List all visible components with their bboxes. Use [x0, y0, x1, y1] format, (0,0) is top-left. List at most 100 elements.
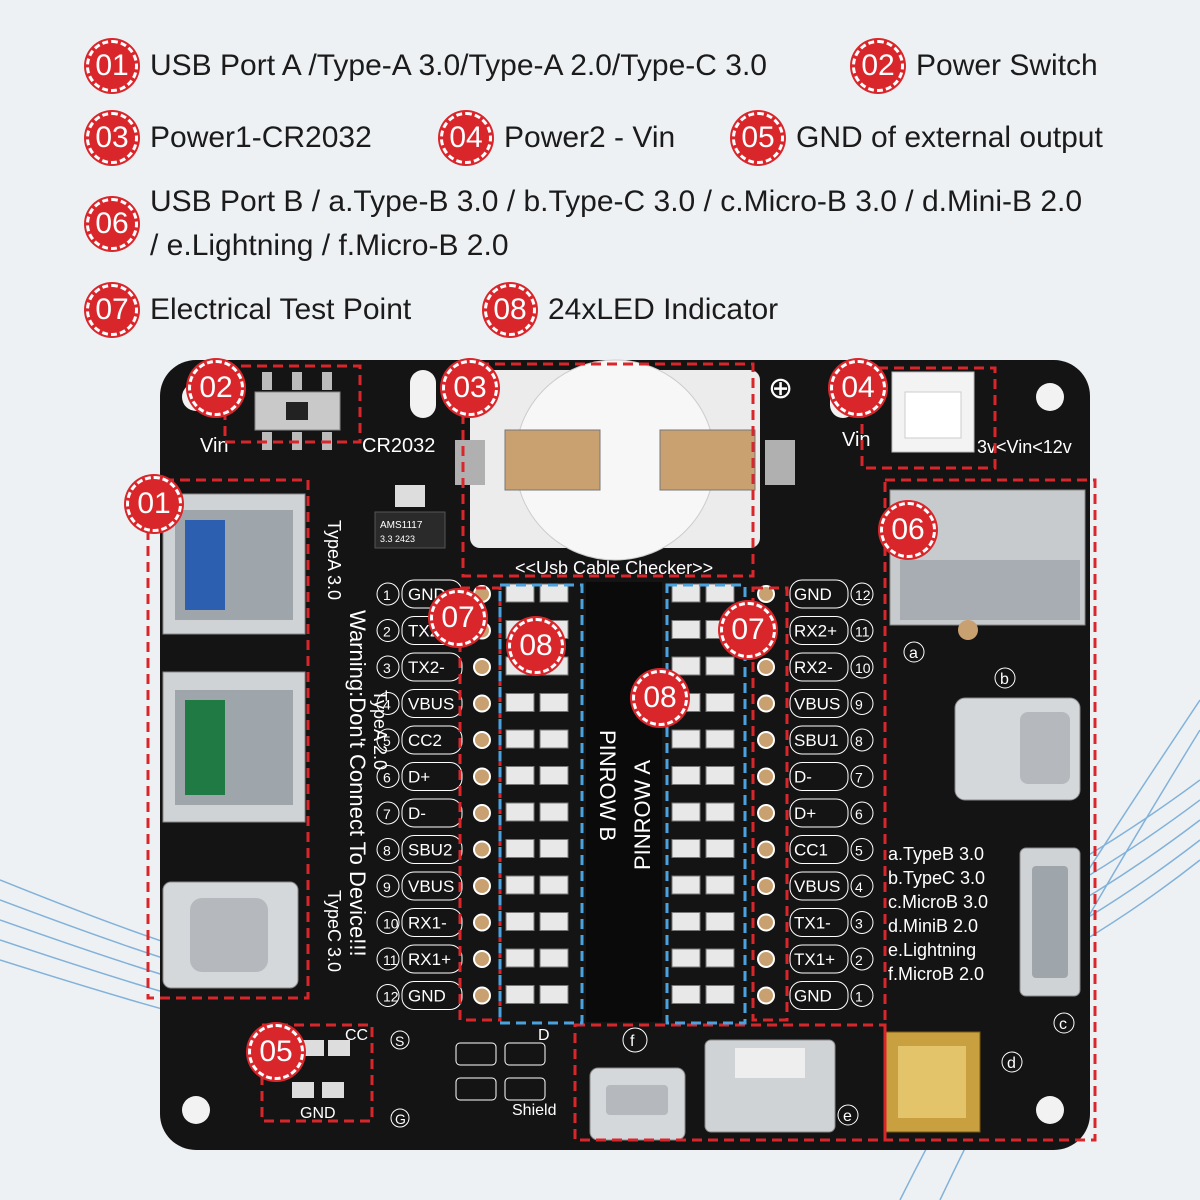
board-badge-02: 02: [188, 360, 244, 416]
led-indicator: [705, 729, 735, 749]
checker-label: <<Usb Cable Checker>>: [515, 558, 713, 578]
left-pin-number-circle: [376, 619, 400, 642]
port-letter-e: e: [843, 1108, 852, 1125]
regulator-tab: [395, 485, 425, 507]
right-pin-number-circle: [850, 874, 874, 898]
left-pin-number-circle: [376, 911, 400, 934]
led-indicator: [705, 656, 735, 676]
led-indicator: [671, 583, 701, 603]
legend-text-08: 24xLED Indicator: [548, 293, 779, 326]
vin-range-label: 3v<Vin<12v: [977, 437, 1072, 457]
left-pin-label: VBUS: [408, 695, 454, 714]
led-indicator: [505, 766, 535, 785]
pinrow-a-label: PINROW A: [630, 760, 655, 870]
legend-text-01: USB Port A /Type-A 3.0/Type-A 2.0/Type-C…: [150, 49, 767, 82]
callout-box-07-right: [751, 586, 789, 1022]
right-pin-label-box: [789, 689, 849, 718]
test-point: [757, 767, 775, 786]
right-pin-label-box: [789, 616, 849, 645]
right-pin-number: 12: [855, 587, 871, 603]
typea2-label: TypeA 2.0: [370, 690, 390, 770]
right-pin-label: VBUS: [794, 695, 840, 714]
power-switch: [254, 372, 341, 450]
usb-type-a-2-port: [162, 671, 306, 823]
right-pin-number: 2: [855, 952, 863, 968]
left-pin-number-circle: [376, 728, 400, 752]
left-pin-number: 2: [383, 624, 391, 640]
left-pin-label: D-: [408, 804, 426, 823]
board-badge-01: 01: [126, 476, 182, 532]
led-indicator: [705, 693, 735, 712]
callout-box-06: [883, 478, 1097, 1142]
legend-item-07: 07 Electrical Test Point: [86, 284, 411, 336]
board-badge-07-right: 07: [720, 602, 776, 658]
left-pin-number-circle: [376, 692, 400, 715]
left-pin-number-circle: [376, 947, 400, 971]
typec3-label: TypeC 3.0: [324, 890, 344, 972]
led-indicator: [505, 802, 535, 822]
usb-micro-b-3-port: [1019, 847, 1081, 997]
led-indicator: [505, 985, 535, 1004]
right-pin-number: 3: [855, 916, 863, 932]
led-indicator: [539, 875, 569, 895]
gnd-output-area: [292, 1040, 350, 1098]
legend-text-05: GND of external output: [796, 121, 1103, 154]
led-indicator: [505, 583, 535, 603]
right-pin-number-circle: [850, 801, 874, 825]
right-pin-label: GND: [794, 987, 832, 1006]
legend-text-07: Electrical Test Point: [150, 293, 412, 326]
right-pin-number: 1: [855, 989, 863, 1005]
left-pin-number-circle: [376, 582, 400, 606]
legend-item-04: 04 Power2 - Vin: [440, 112, 675, 164]
legend-text-02: Power Switch: [916, 49, 1098, 82]
left-pin-label: VBUS: [408, 877, 454, 896]
right-pin-label-box: [789, 871, 849, 901]
test-point: [757, 731, 775, 749]
left-pin-label: CC2: [408, 731, 442, 750]
right-pin-number: 7: [855, 770, 863, 786]
led-boxes: [498, 583, 747, 1025]
left-pin-number-circle: [376, 655, 400, 679]
d-label: D: [538, 1027, 550, 1044]
left-pin-label: SBU2: [408, 841, 452, 860]
led-indicator: [671, 802, 701, 822]
led-indicator: [539, 839, 569, 858]
left-pin-number: 10: [383, 916, 399, 932]
led-indicator: [671, 656, 701, 676]
right-pin-label: D+: [794, 804, 816, 823]
led-indicator: [671, 875, 701, 895]
portb-a: a.TypeB 3.0: [888, 844, 984, 864]
right-pin-label: RX2+: [794, 622, 837, 641]
led-indicator: [671, 948, 701, 968]
led-indicator: [671, 985, 701, 1004]
pinrow-b-label: PINROW B: [595, 730, 620, 841]
right-pin-number-circle: [850, 911, 874, 934]
left-pin-number: 8: [383, 843, 391, 859]
right-pin-number: 6: [855, 806, 863, 822]
usb-type-b-3-port: [889, 489, 1086, 640]
legend-item-06: 06 USB Port B / a.Type-B 3.0 / b.Type-C …: [86, 180, 1082, 268]
left-pin-label-box: [401, 798, 463, 828]
callout-box-04: [860, 366, 997, 470]
right-pin-label-box: [789, 798, 849, 828]
led-indicator: [705, 802, 735, 822]
g-label: G: [395, 1111, 406, 1127]
right-pin-label: TX1+: [794, 950, 835, 969]
test-point: [473, 877, 491, 895]
badge-05: 05: [732, 112, 784, 164]
legend-item-02: 02 Power Switch: [852, 40, 1098, 92]
right-pin-number-circle: [850, 582, 874, 606]
right-pin-number: 10: [855, 660, 871, 676]
led-indicator: [505, 875, 535, 895]
led-indicator: [705, 583, 735, 603]
legend-item-03: 03 Power1-CR2032: [86, 112, 372, 164]
test-point: [757, 913, 775, 932]
callout-box-03: [461, 362, 755, 578]
portb-list: a.TypeB 3.0 b.TypeC 3.0 c.MicroB 3.0 d.M…: [888, 844, 988, 984]
test-point: [757, 877, 775, 895]
right-pin-number-circle: [850, 765, 874, 788]
usb-type-c-port: [162, 881, 299, 989]
callout-box-01: [146, 478, 310, 1000]
test-point: [473, 840, 491, 859]
